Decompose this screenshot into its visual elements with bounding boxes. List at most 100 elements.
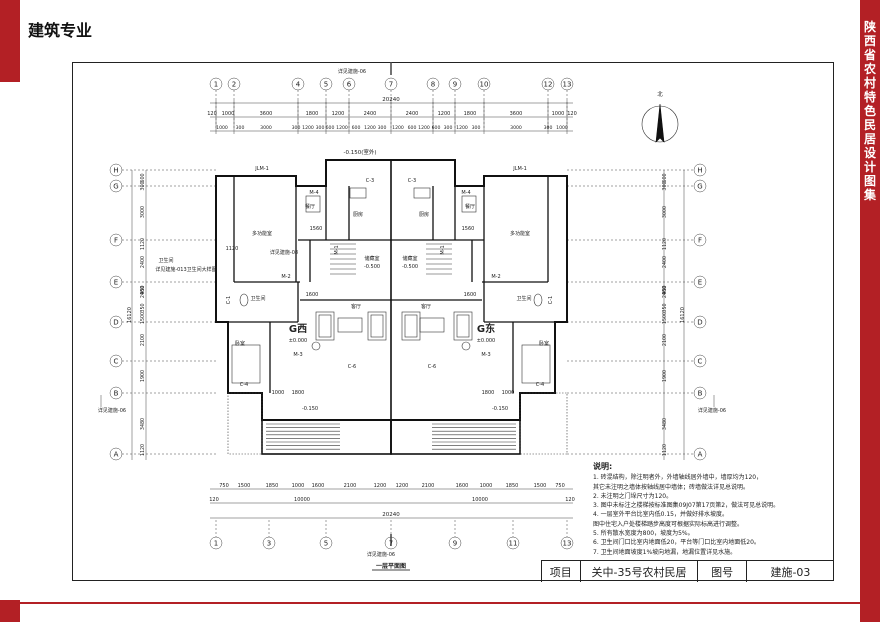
dim-text: 3000 (510, 125, 522, 131)
bottom-right-accent (860, 600, 880, 622)
axis-bubble (693, 315, 707, 329)
axis-bubble (693, 233, 707, 247)
dim-text: 120 (207, 111, 217, 117)
label-c3-east: C-3 (408, 178, 416, 184)
notes-list: 1. 砖混结构，除注明者外，外墙轴线居外墙中，墙厚均为120， 其它未注明之墙体… (593, 473, 813, 557)
axis-label: D (113, 319, 118, 327)
dim-1000-west: 1000 (272, 390, 285, 396)
axis-bubble (693, 354, 707, 368)
axis-bubble (693, 179, 707, 193)
axis-label: 5 (324, 81, 328, 89)
outer-wall (215, 159, 568, 421)
bed-west (231, 344, 261, 384)
dim-text: 600 (408, 125, 417, 131)
dim-text: 1000 (480, 483, 493, 489)
dim-text: 1000 (552, 111, 565, 117)
room-label-bed-east: 卧室 (539, 340, 549, 347)
side-title-char: 特 (863, 90, 876, 104)
dim-text: 1120 (662, 238, 668, 250)
side-title-char: 民 (863, 118, 876, 132)
furniture (227, 103, 679, 455)
axis-label: 9 (453, 540, 457, 548)
unit-label-west: G西 (289, 323, 307, 335)
axis-label: G (113, 183, 118, 191)
level-m0500-west: -0.500 (364, 264, 380, 270)
dim-1600-west: 1600 (306, 292, 319, 298)
dim-text: 750 (219, 483, 229, 489)
dim-text: 1200 (456, 125, 468, 131)
section-ref-bottom: 详见建施-06 (367, 551, 395, 558)
title-block: 项目 关中-35号农村民居 图号 建施-03 (541, 560, 834, 582)
dim-text: 300 (444, 125, 453, 131)
note-item: 图中住宅入户处楼梯踏步高度可根据实际标高进行调整。 (593, 520, 744, 528)
side-title-char: 农 (863, 62, 876, 76)
dim-text: 1120 (662, 444, 668, 456)
toilet-west (239, 293, 249, 307)
dining-table-east (461, 195, 477, 213)
dim-text: 3000 (260, 125, 272, 131)
dim-text: 1900 (140, 370, 146, 382)
drawing-frame (72, 62, 834, 581)
plan-title: 一层平面图 (376, 562, 406, 570)
dim-text: 1000 (216, 125, 228, 131)
dim-text: 3000 (140, 206, 146, 218)
room-label-kitchen-west: 厨房 (353, 211, 363, 218)
dim-text: 600 (140, 173, 146, 182)
axis-bubble (693, 275, 707, 289)
dim-text: 2400 (406, 111, 419, 117)
dining-table-west (305, 195, 321, 213)
label-m3-west: M-3 (293, 352, 302, 358)
porch-east (519, 392, 568, 455)
axis-bubble (693, 163, 707, 177)
dim-text: 1500 (140, 312, 146, 324)
axis-label: F (114, 237, 118, 245)
dim-text: 1200 (392, 125, 404, 131)
notes-block: 说明: 1. 砖混结构，除注明者外，外墙轴线居外墙中，墙厚均为120， 其它未注… (593, 462, 813, 557)
room-label-multi-east: 多功能室 (510, 230, 530, 237)
dim-text: 1120 (140, 238, 146, 250)
axis-label: H (697, 167, 702, 175)
dim-text: 600 (432, 125, 441, 131)
label-m1-east: M-1 (440, 245, 446, 254)
side-title-char: 集 (863, 188, 876, 202)
dim-text: 300 (140, 181, 146, 190)
dim-text: 120 (565, 497, 575, 503)
label-c6-west: C-6 (348, 364, 356, 370)
side-title-char: 图 (863, 174, 876, 188)
level-exterior: -0.150(室外) (343, 148, 376, 156)
dim-text: 2100 (422, 483, 435, 489)
project-name: 关中-35号农村民居 (579, 561, 698, 582)
label-c1-east: C-1 (548, 296, 554, 304)
north-arrow-icon (655, 103, 665, 143)
north-label: 北 (657, 90, 663, 98)
dim-text: 1200 (438, 111, 451, 117)
left-accent-bar (0, 0, 20, 82)
header-title: 建筑专业 (28, 21, 93, 40)
dim-total: 20240 (382, 97, 400, 103)
dim-text: 1000 (292, 483, 305, 489)
axis-label: 2 (232, 81, 236, 89)
axis-label: G (697, 183, 702, 191)
note-item: 2. 未注明之门垛尺寸为120。 (593, 492, 673, 500)
dimension-lines (100, 62, 715, 571)
dim-1600-east: 1600 (464, 292, 477, 298)
axis-label: 1 (214, 540, 218, 548)
dim-text: 1200 (364, 125, 376, 131)
room-label-storage-west: 储藏室 (364, 255, 379, 262)
right-title-band (860, 0, 880, 600)
level-0000-east: ±0.000 (477, 338, 496, 344)
kitchen-counter-east (413, 187, 431, 199)
dim-text: 1000 (222, 111, 235, 117)
project-label: 项目 (541, 561, 580, 582)
label-m3-east: M-3 (481, 352, 490, 358)
dim-text: 2400 (364, 111, 377, 117)
note-item: 4. 一层室外平台比室内低0.15，并做好排水坡度。 (593, 511, 728, 519)
label-jlm-west: JLM-1 (254, 166, 269, 172)
dim-text: 1600 (312, 483, 325, 489)
dim-text: 3000 (662, 206, 668, 218)
dim-text: 1850 (506, 483, 519, 489)
dim-text: 300 (316, 125, 325, 131)
axis-label: E (114, 279, 118, 287)
